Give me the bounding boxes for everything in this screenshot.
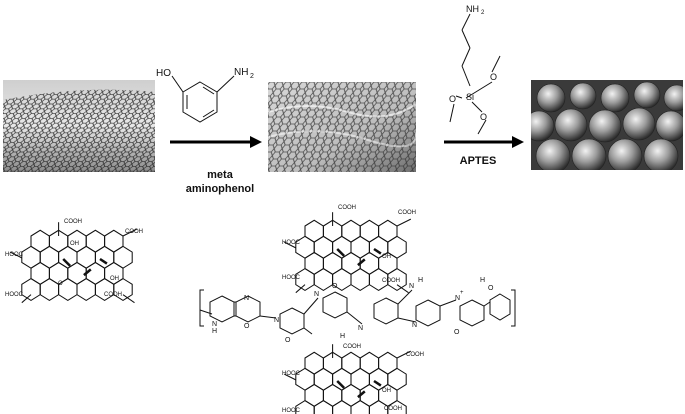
step1-label-line2: aminophenol xyxy=(185,183,255,195)
arrow-step2 xyxy=(444,136,524,148)
polymer-h-4: H xyxy=(480,277,485,284)
go-left-o: O xyxy=(58,281,63,287)
aminophenol-structure xyxy=(171,75,235,123)
aptes-nh2-label: NH xyxy=(466,4,479,14)
go-left-hooc-left: HOOC xyxy=(5,252,24,258)
polymer-n-2: N xyxy=(244,295,249,302)
go-top-oh: OH xyxy=(382,254,391,260)
aptes-o2-label: O xyxy=(449,94,456,104)
polymer-o-1: O xyxy=(244,323,250,330)
go-top-cooh-right: COOH xyxy=(398,210,416,216)
go-top-hooc-left: HOOC xyxy=(282,240,301,246)
aminophenol-nh2-subscript: 2 xyxy=(250,73,254,80)
go-left-oh-1: OH xyxy=(70,241,79,247)
polymer-o-5: O xyxy=(454,329,460,336)
polymer-o-2: O xyxy=(285,337,291,344)
functionalized-graphene-image xyxy=(531,80,683,170)
polymer-n-7: N xyxy=(412,322,417,329)
go-bottom-oh: OH xyxy=(382,388,391,394)
polymer-n-5: N xyxy=(358,325,363,332)
polymer-h-1: H xyxy=(212,328,217,335)
polymer-n-plus: + xyxy=(460,290,464,296)
graphene-oxide-sheet-image xyxy=(268,82,416,172)
polymer-n-1: N xyxy=(212,321,217,328)
go-left-cooh-top: COOH xyxy=(64,219,82,225)
polymer-n-3: N xyxy=(274,317,279,324)
polymer-n-8: N xyxy=(455,295,460,302)
step1-reagent-label: meta aminophenol xyxy=(180,168,260,196)
go-left-cooh-right: COOH xyxy=(125,229,143,235)
aptes-o1-label: O xyxy=(490,72,497,82)
polymer-h-3: H xyxy=(418,277,423,284)
go-left-hooc-bottom: HOOC xyxy=(5,292,24,298)
aptes-nh2-subscript: 2 xyxy=(481,10,485,16)
go-bottom-cooh-right: COOH xyxy=(406,352,424,358)
go-left-cooh-bottom: COOH xyxy=(104,292,122,298)
polymer-n-4: N xyxy=(314,291,319,298)
go-top-cooh-bottom: COOH xyxy=(382,278,400,284)
graphene-sheet-image xyxy=(3,80,155,172)
aptes-si-label: Si xyxy=(466,92,474,102)
go-top-hooc-bottom: HOOC xyxy=(282,275,301,281)
polymer-h-2: H xyxy=(340,333,345,340)
graphene-oxide-structure-bottom xyxy=(283,342,413,414)
go-top-cooh-top: COOH xyxy=(338,205,356,211)
step1-label-line1: meta xyxy=(207,169,233,181)
aminophenol-nh2-label: NH xyxy=(234,67,248,78)
polymer-o-3: O xyxy=(332,283,338,290)
aminophenol-oh-label: HO xyxy=(156,68,171,79)
aptes-o3-label: O xyxy=(480,112,487,122)
polymer-chain-structure xyxy=(199,289,516,335)
polymer-n-6: N xyxy=(409,283,414,290)
go-bottom-hooc-left: HOOC xyxy=(282,371,301,377)
step2-reagent-label: APTES xyxy=(459,155,497,167)
go-left-oh-2: OH xyxy=(110,276,119,282)
arrow-step1 xyxy=(170,136,262,148)
polymer-o-4: O xyxy=(488,285,494,292)
aptes-structure xyxy=(449,13,501,135)
go-bottom-cooh-top: COOH xyxy=(343,344,361,350)
graphene-oxide-structure-left xyxy=(9,220,139,304)
go-bottom-hooc-bottom: HOOC xyxy=(282,408,301,414)
go-bottom-cooh-bottom: COOH xyxy=(384,406,402,412)
